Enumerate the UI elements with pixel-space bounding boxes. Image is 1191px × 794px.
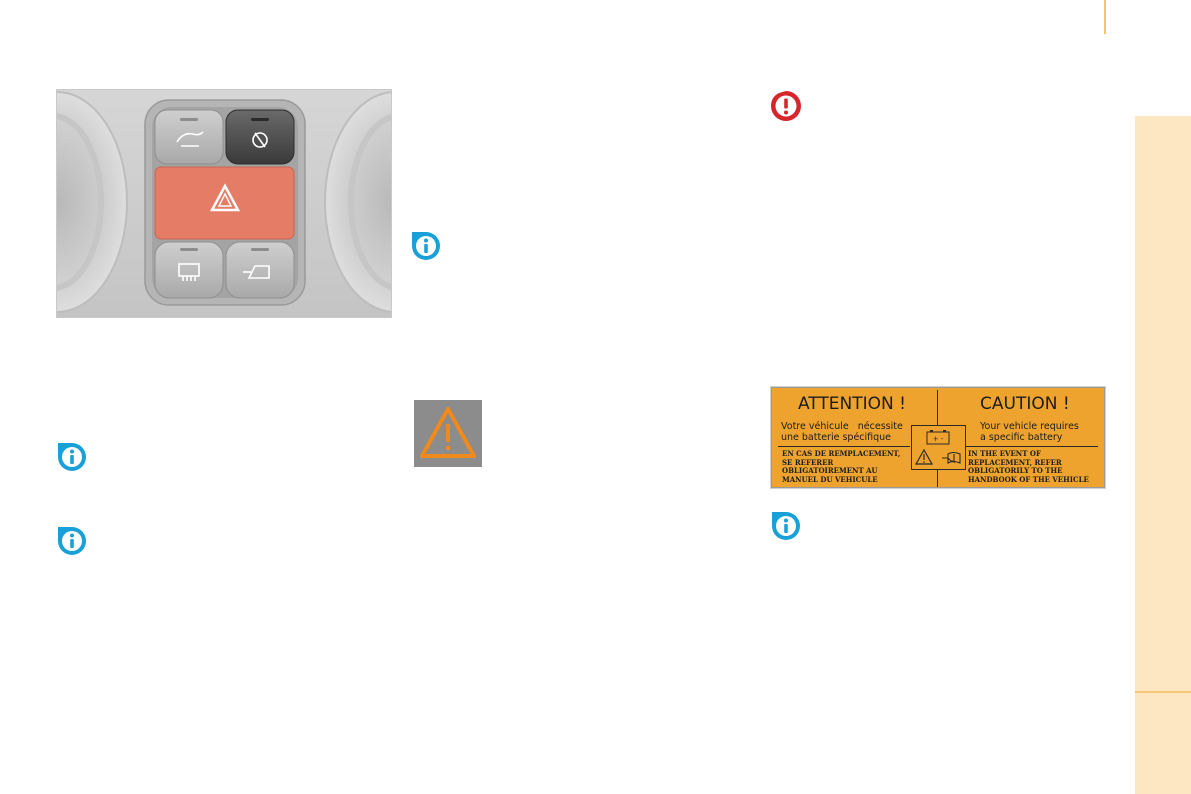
battery-icon: + - <box>926 430 950 445</box>
exclamation-icon <box>769 89 803 123</box>
battery-caution-label: ATTENTION ! CAUTION ! Votre véhicule néc… <box>771 387 1105 488</box>
label-rule-left <box>778 446 910 447</box>
label-subtitle-french: Votre véhicule nécessite une batterie sp… <box>781 421 903 443</box>
info-icon <box>56 441 88 473</box>
info-icon <box>56 525 88 557</box>
label-pictogram-box: + - <box>911 425 966 470</box>
label-title-english: CAUTION ! <box>980 394 1070 414</box>
label-fine-print-french: EN CAS DE REMPLACEMENT, SE REFERER OBLIG… <box>782 449 901 484</box>
dashboard-switches-photo <box>56 89 392 318</box>
hazard-triangle-icon <box>209 183 241 212</box>
info-icon <box>770 510 802 542</box>
label-subtitle-english: Your vehicle requires a specific battery <box>980 421 1079 443</box>
info-icon <box>410 230 442 262</box>
warning-triangle-box <box>414 400 482 467</box>
chapter-side-band <box>1135 116 1191 794</box>
side-band-rule <box>1135 691 1191 693</box>
warning-triangle-icon <box>420 407 476 458</box>
label-title-french: ATTENTION ! <box>798 394 906 414</box>
top-margin-tick <box>1104 0 1106 34</box>
manual-book-icon <box>942 451 961 464</box>
label-rule-right <box>966 446 1098 447</box>
warning-triangle-icon <box>914 448 934 465</box>
battery-polarity: + - <box>933 435 944 443</box>
label-fine-print-english: IN THE EVENT OF REPLACEMENT, REFER OBLIG… <box>968 449 1089 484</box>
